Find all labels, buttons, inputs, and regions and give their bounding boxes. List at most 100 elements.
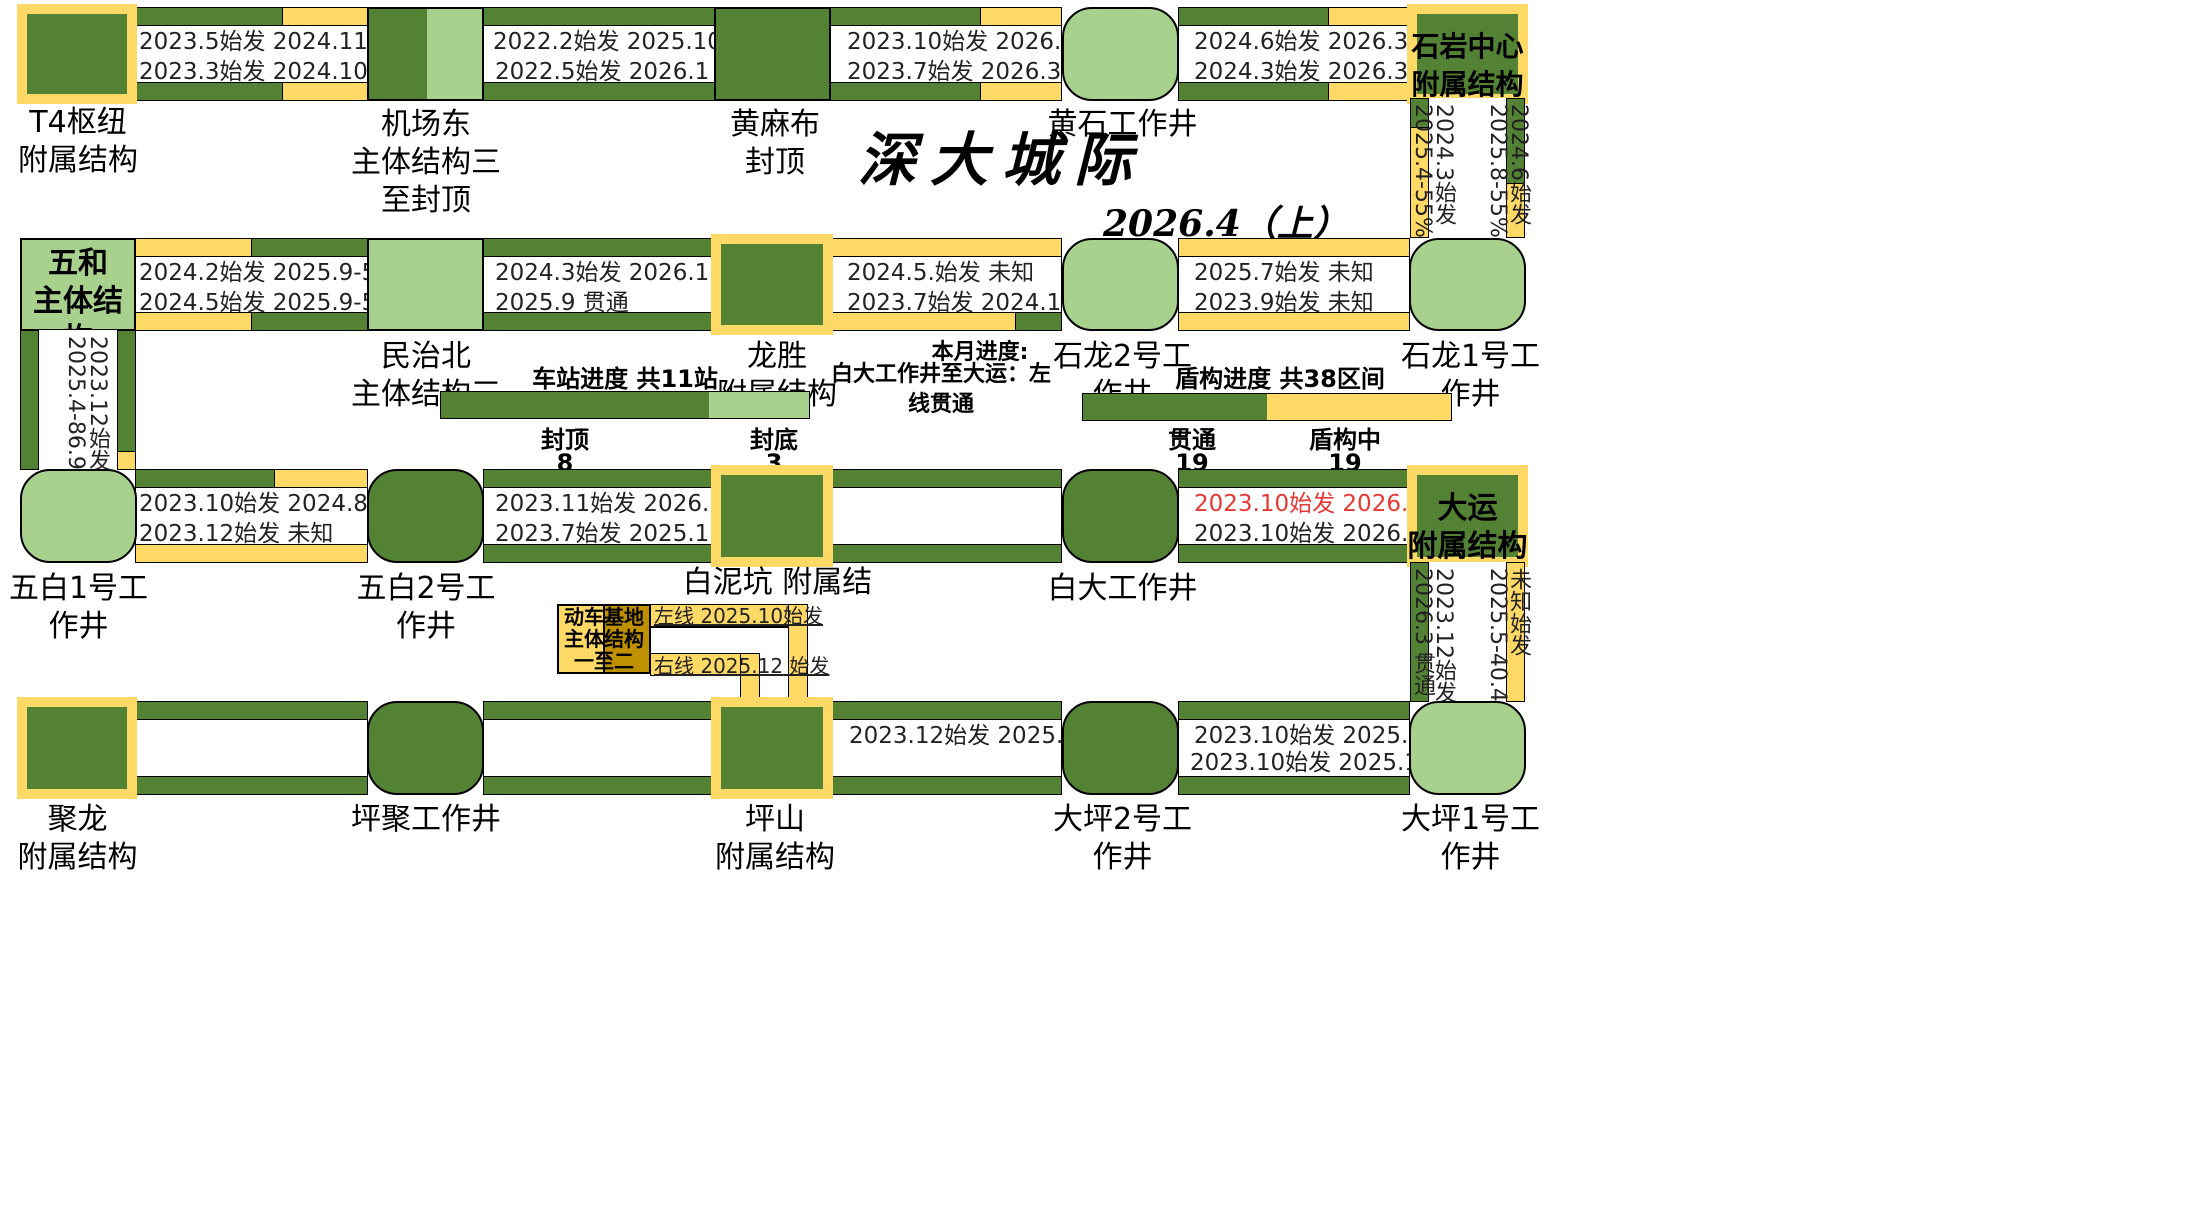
tunnel-bar [1015,312,1062,331]
station-hs [1062,7,1179,101]
tunnel-bar [1178,776,1410,795]
station-label: 五白1号工 作井 [8,571,149,644]
section-text: 2024.3始发 [1431,104,1456,225]
tunnel-interior [830,720,1062,776]
station-label: 坪聚工作井 [351,802,501,837]
tunnel-interior [1429,562,1506,702]
tunnel-bar [830,544,1062,563]
tunnel-interior [135,720,368,776]
section-text: 2025.5-40.4 [1485,568,1510,702]
tunnel-interior [830,257,1062,312]
ongoing-label: 盾构中 [1309,426,1381,454]
capped-label: 封顶 [541,426,589,454]
section-text: 2023.9始发 未知 [1194,290,1374,316]
tunnel-bar [830,701,1062,720]
tunnel-bar [980,7,1062,26]
station-label: 大坪1号工 作井 [1400,802,1541,875]
tunnel-bar [135,469,275,488]
tunnel-bar [1410,562,1429,702]
section-text: 2025.4-55% [1410,104,1435,238]
tunnel-bar [980,82,1062,101]
section-text: 2026.3 贯通 [1410,568,1435,696]
station-syzx [1407,4,1528,104]
tunnel-interior [135,257,368,312]
depot-right-line: 右线 2025.12 始发 [654,654,830,678]
through-label: 贯通 [1168,426,1216,454]
station-label: 大坪2号工 作井 [1052,802,1193,875]
station-label: 黄石工作井 [1047,107,1198,142]
station-label: 大运 附属结构 [1407,491,1528,564]
station-wb1 [20,469,137,563]
station-t4 [17,4,137,104]
tunnel-bar [830,469,1062,488]
station-bnk [711,465,833,567]
tunnel-bar [1506,562,1525,702]
section-text: 2025.7始发 未知 [1194,260,1374,286]
station-label: 聚龙 附属结构 [17,802,138,875]
station-dp2 [1062,701,1179,795]
tunnel-bar [483,776,715,795]
station-label: T4枢纽 附属结构 [18,105,138,178]
station-base-fill [709,392,809,418]
station-capped-fill [441,392,709,418]
station-label: 白大工作井 [1047,571,1198,606]
tunnel-bar [1328,7,1410,26]
station-progress-title: 车站进度 共11站 [532,365,718,393]
station-jcd [367,7,484,101]
tunnel-bar [135,776,368,795]
section-text: 2023.12始发 [85,336,110,471]
station-label: 机场东 主体结构三 至封顶 [351,107,501,218]
station-label: 黄麻布 封顶 [730,107,820,180]
tunnel-bar [251,238,368,257]
base-label: 封底 [750,426,798,454]
tunnel-bar [1178,701,1410,720]
station-label: 坪山 附属结构 [715,802,835,875]
station-dp1 [1409,701,1526,795]
tunnel-bar [1178,469,1410,488]
section-text: 2024.5.始发 未知 [847,260,1035,286]
section-text: 2024.6始发 [1506,104,1531,225]
shield-ongoing-fill [1267,394,1451,420]
station-ps [711,697,833,799]
page-title: 深大城际 [858,126,1147,194]
section-text: 2025.4-86.9% [63,336,88,491]
depot-left-line: 左线 2025.10始发 [654,604,824,628]
tunnel-bar [483,701,715,720]
tunnel-interior [39,330,117,470]
tunnel-interior [830,488,1062,544]
tunnel-bar [483,469,715,488]
tunnel-bar [1410,98,1429,128]
tunnel-bar [1506,98,1525,184]
station-wb2 [367,469,484,563]
section-text: 2025.9 贯通 [495,290,629,316]
tunnel-interior [483,720,715,776]
tunnel-interior [1429,98,1506,238]
depot-track-interior [650,627,788,653]
tunnel-bar [830,776,1062,795]
tunnel-bar [135,701,368,720]
section-text: 2025.8-55% [1485,104,1510,238]
tunnel-bar [117,330,136,452]
shield-through-fill [1083,394,1267,420]
station-jl [17,697,137,799]
tunnel-bar [135,544,368,563]
station-label: 石岩中心 附属结构 [1411,30,1524,101]
station-mzb [367,238,484,331]
tunnel-bar [20,330,39,470]
station-bd [1062,469,1179,563]
tunnel-bar [483,238,715,257]
tunnel-interior [135,26,368,82]
monthly-progress-text: 白大工作井至大运：左线贯通 [830,362,1051,417]
section-text: 2023.12始发 [1431,568,1456,703]
shield-progress-title: 盾构进度 共38区间 [1175,365,1385,393]
station-label: 五白2号工 作井 [356,571,496,644]
tunnel-interior [1178,257,1410,312]
tunnel-interior [135,488,368,544]
station-ls [711,234,833,335]
tunnel-bar [282,7,368,26]
tunnel-bar [830,238,1062,257]
section-text: 未知始发 [1506,568,1531,656]
station-sl1 [1409,238,1526,331]
shield-progress-bar [1082,393,1452,421]
